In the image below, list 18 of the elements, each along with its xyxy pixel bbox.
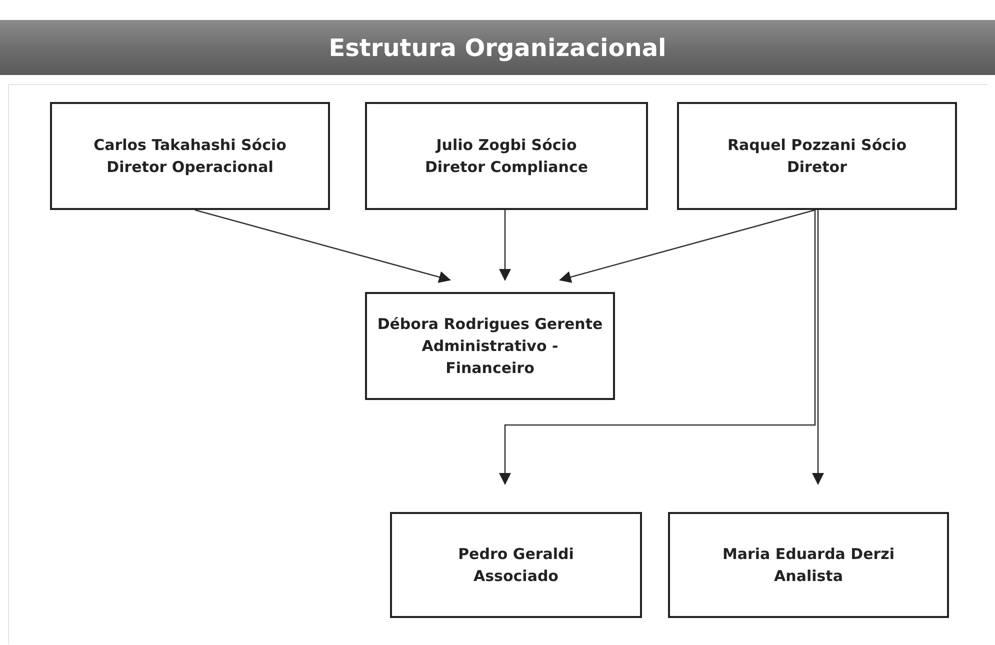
role-text: Débora Rodrigues Gerente Administrativo - Financeiro: [376, 314, 604, 379]
role-text: Maria Eduarda Derzi Analista: [721, 544, 896, 587]
role-text: Pedro Geraldi Associado: [457, 544, 575, 587]
arrow: [499, 210, 816, 485]
org-box: [390, 512, 642, 618]
arrow: [499, 210, 511, 281]
arrow: [812, 210, 824, 485]
org-box: [365, 292, 615, 400]
role-text: Raquel Pozzani Sócio Diretor: [726, 135, 908, 178]
org-box: [677, 102, 957, 210]
org-box: [668, 512, 949, 618]
role-text: Carlos Takahashi Sócio Diretor Operacional: [92, 135, 288, 178]
title-banner: Estrutura Organizacional: [0, 20, 995, 75]
arrow: [559, 209, 816, 283]
arrow: [194, 209, 451, 283]
role-text: Julio Zogbi Sócio Diretor Compliance: [424, 135, 590, 178]
org-box: [365, 102, 648, 210]
org-box: [50, 102, 330, 210]
